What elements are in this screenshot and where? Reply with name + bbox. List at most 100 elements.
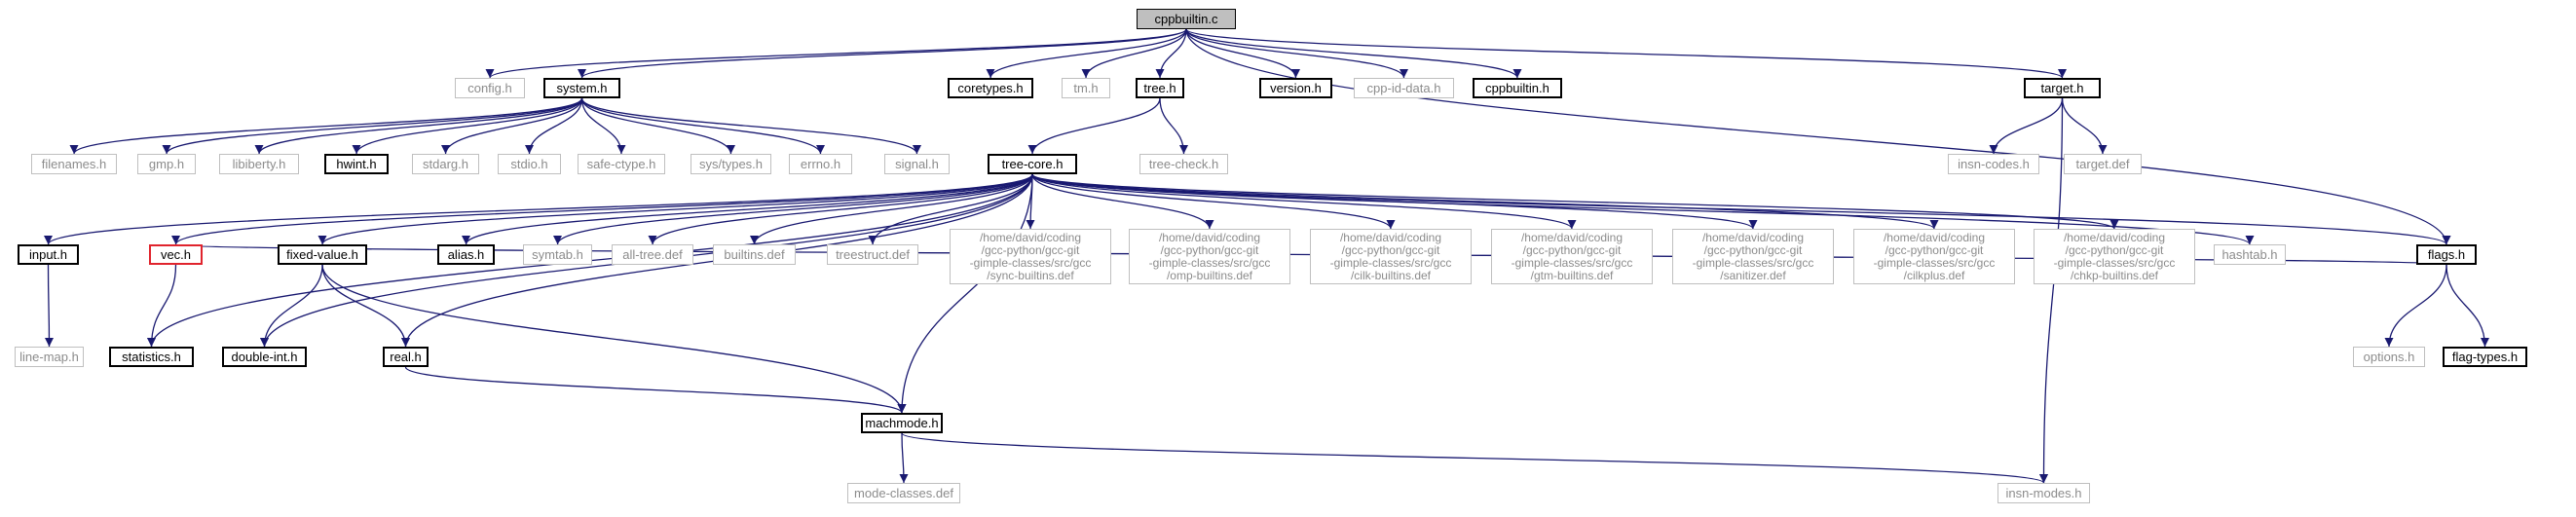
edge-cppbuiltin-c-to-cpp-id-data-h [1185,28,1408,79]
edge-system-h-to-signal-h [580,97,921,155]
edge-system-h-to-filenames-h [69,97,583,155]
node-gtm-builtins-def: /home/david/coding /gcc-python/gcc-git -… [1491,229,1653,284]
edge-tree-core-h-to-symtab-h [553,173,1033,245]
node-hashtab-h: hashtab.h [2214,244,2286,265]
node-omp-builtins-def: /home/david/coding /gcc-python/gcc-git -… [1129,229,1290,284]
node-coretypes-h[interactable]: coretypes.h [948,78,1033,98]
node-target-def: target.def [2064,154,2142,174]
edge-system-h-to-stdarg-h [440,97,583,155]
edge-machmode-h-to-mode-classes-def [899,432,909,484]
node-vec-h[interactable]: vec.h [149,244,203,265]
edge-flags-h-to-options-h [2384,264,2447,348]
edge-cppbuiltin-c-to-tm-h [1081,28,1187,79]
node-insn-codes-h: insn-codes.h [1948,154,2039,174]
edge-fixed-value-h-to-double-int-h [259,264,323,348]
edge-cppbuiltin-c-to-system-h [578,28,1187,79]
edge-tree-core-h-to-input-h [44,173,1033,245]
node-tm-h: tm.h [1062,78,1110,98]
edge-cppbuiltin-c-to-cppbuiltin-h [1185,28,1522,79]
edge-real-h-to-machmode-h [404,366,907,414]
edge-tree-core-h-to-cilk-builtins-def [1031,173,1396,230]
edge-tree-core-h-to-gtm-builtins-def [1031,173,1577,230]
edge-cppbuiltin-c-to-version-h [1185,28,1301,79]
node-cilkplus-def: /home/david/coding /gcc-python/gcc-git -… [1853,229,2015,284]
node-cilk-builtins-def: /home/david/coding /gcc-python/gcc-git -… [1310,229,1472,284]
node-statistics-h[interactable]: statistics.h [109,347,194,367]
node-real-h[interactable]: real.h [383,347,429,367]
edge-tree-core-h-to-all-tree-def [648,173,1033,245]
node-flag-types-h[interactable]: flag-types.h [2443,347,2527,367]
edge-tree-h-to-tree-check-h [1159,97,1189,155]
edge-tree-core-h-to-omp-builtins-def [1031,173,1214,230]
node-stdarg-h: stdarg.h [412,154,479,174]
edge-tree-core-h-to-vec-h [171,173,1033,245]
edge-system-h-to-safe-ctype-h [580,97,626,155]
node-treestruct-def: treestruct.def [827,244,918,265]
node-builtins-def: builtins.def [713,244,796,265]
edge-tree-core-h-to-fixed-value-h [317,173,1033,245]
node-tree-check-h: tree-check.h [1139,154,1228,174]
edge-system-h-to-stdio-h [524,97,583,155]
edge-tree-core-h-to-builtins-def [750,173,1033,245]
edge-cppbuiltin-c-to-coretypes-h [986,28,1187,79]
edge-system-h-to-sys-types-h [580,97,736,155]
edge-machmode-h-to-insn-modes-h [901,432,2048,484]
edge-cppbuiltin-c-to-config-h [485,28,1187,79]
node-stdio-h: stdio.h [498,154,561,174]
node-chkp-builtins-def: /home/david/coding /gcc-python/gcc-git -… [2034,229,2195,284]
node-signal-h: signal.h [884,154,950,174]
edge-tree-core-h-to-treestruct-def [868,173,1033,245]
node-alias-h[interactable]: alias.h [437,244,495,265]
node-input-h[interactable]: input.h [18,244,79,265]
edge-tree-core-h-to-alias-h [462,173,1033,245]
node-sanitizer-def: /home/david/coding /gcc-python/gcc-git -… [1672,229,1834,284]
edge-target-h-to-target-def [2061,97,2108,155]
node-tree-h[interactable]: tree.h [1136,78,1184,98]
node-filenames-h: filenames.h [31,154,117,174]
edge-fixed-value-h-to-machmode-h [321,264,907,414]
node-gmp-h: gmp.h [137,154,196,174]
edge-input-h-to-line-map-h [44,264,55,348]
edge-cppbuiltin-c-to-target-h [1185,28,2067,79]
node-cpp-id-data-h: cpp-id-data.h [1354,78,1454,98]
edge-system-h-to-errno-h [580,97,825,155]
node-insn-modes-h: insn-modes.h [1997,483,2090,503]
edge-cppbuiltin-c-to-flags-h [1185,28,2451,245]
edge-tree-core-h-to-cilkplus-def [1031,173,1939,230]
edge-tree-core-h-to-flags-h [1031,173,2451,245]
node-flags-h[interactable]: flags.h [2416,244,2477,265]
edge-flags-h-to-flag-types-h [2445,264,2490,348]
node-version-h[interactable]: version.h [1259,78,1332,98]
node-sync-builtins-def: /home/david/coding /gcc-python/gcc-git -… [950,229,1111,284]
node-system-h[interactable]: system.h [543,78,620,98]
edge-system-h-to-libiberty-h [254,97,583,155]
node-fixed-value-h[interactable]: fixed-value.h [278,244,367,265]
node-symtab-h: symtab.h [523,244,592,265]
node-double-int-h[interactable]: double-int.h [222,347,307,367]
node-cppbuiltin-c[interactable]: cppbuiltin.c [1137,9,1236,29]
node-libiberty-h: libiberty.h [219,154,299,174]
node-all-tree-def: all-tree.def [612,244,693,265]
edge-tree-core-h-to-chkp-builtins-def [1031,173,2119,230]
edge-system-h-to-gmp-h [162,97,583,155]
edge-target-h-to-insn-codes-h [1989,97,2064,155]
edge-tree-core-h-to-machmode-h [897,173,1033,414]
edge-target-h-to-insn-modes-h [2038,97,2064,484]
node-hwint-h[interactable]: hwint.h [324,154,389,174]
node-mode-classes-def: mode-classes.def [847,483,960,503]
node-cppbuiltin-h[interactable]: cppbuiltin.h [1473,78,1562,98]
node-tree-core-h[interactable]: tree-core.h [988,154,1077,174]
node-safe-ctype-h: safe-ctype.h [578,154,665,174]
edge-fixed-value-h-to-real-h [321,264,411,348]
edge-cppbuiltin-c-to-tree-h [1155,28,1187,79]
edge-vec-h-to-statistics-h [146,264,177,348]
edge-system-h-to-hwint-h [352,97,583,155]
node-sys-types-h: sys/types.h [691,154,771,174]
node-errno-h: errno.h [789,154,852,174]
node-config-h: config.h [455,78,525,98]
node-options-h: options.h [2353,347,2425,367]
node-machmode-h[interactable]: machmode.h [861,413,943,433]
node-line-map-h: line-map.h [15,347,84,367]
node-target-h[interactable]: target.h [2024,78,2101,98]
